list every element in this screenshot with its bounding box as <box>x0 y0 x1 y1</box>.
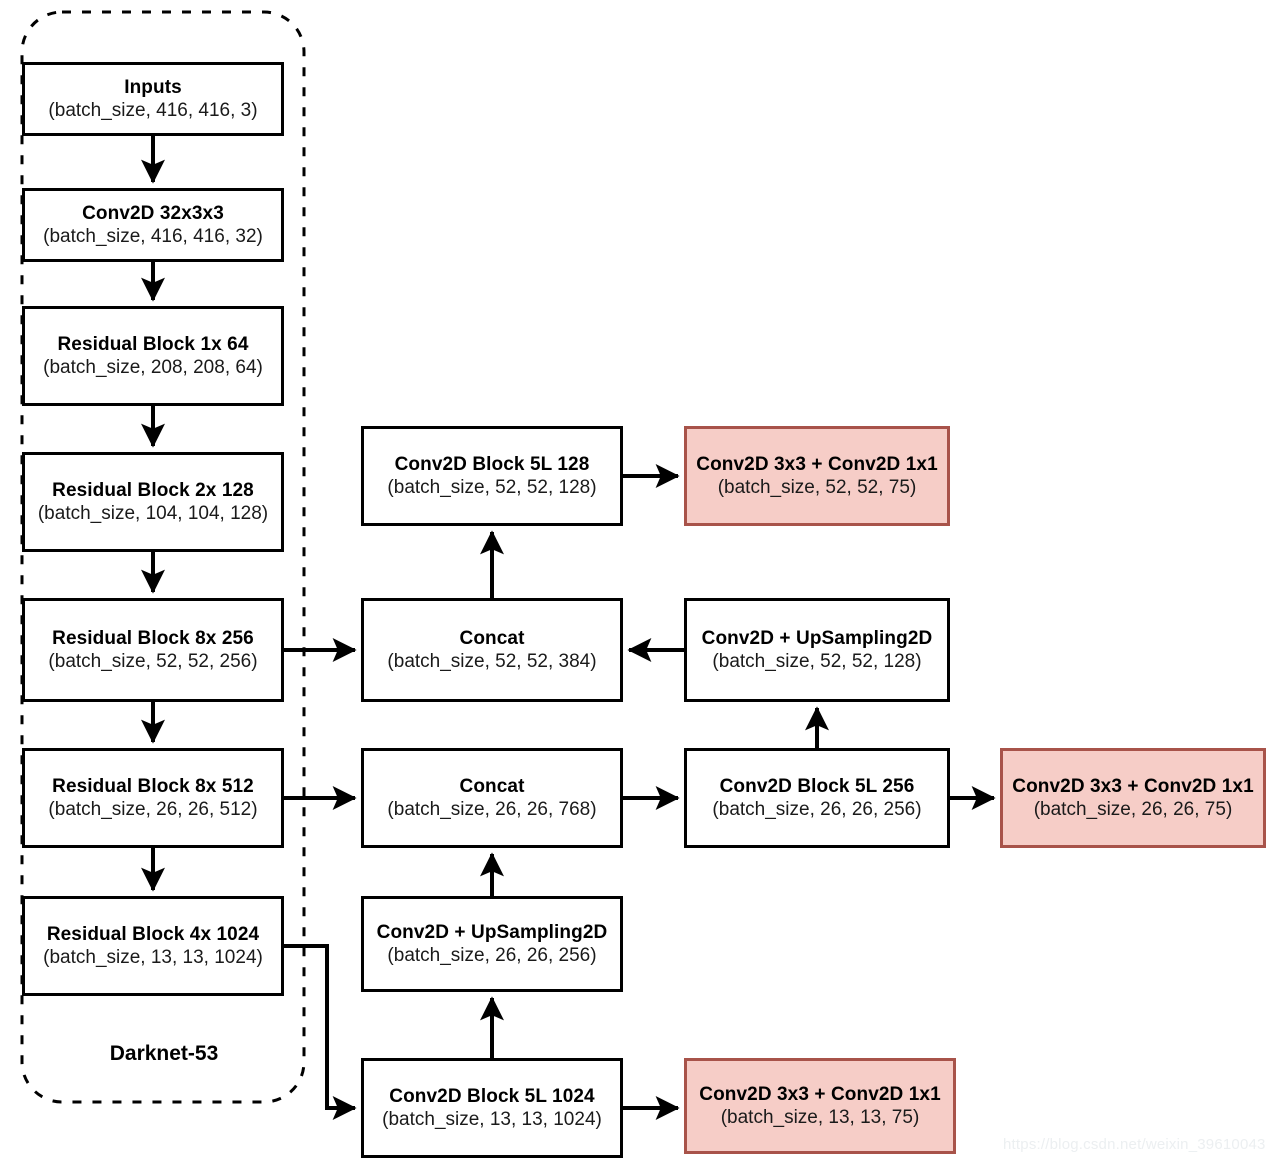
node-shape: (batch_size, 52, 52, 384) <box>387 650 597 672</box>
darknet-53-group-label: Darknet-53 <box>109 1042 219 1065</box>
node-residual-block-8x-256[interactable]: Residual Block 8x 256(batch_size, 52, 52… <box>22 598 284 702</box>
node-inputs[interactable]: Inputs(batch_size, 416, 416, 3) <box>22 62 284 136</box>
node-residual-block-2x-128[interactable]: Residual Block 2x 128(batch_size, 104, 1… <box>22 452 284 552</box>
node-title: Residual Block 2x 128 <box>52 480 254 502</box>
node-title: Conv2D Block 5L 1024 <box>389 1086 595 1108</box>
node-title: Conv2D + UpSampling2D <box>376 922 608 944</box>
node-shape: (batch_size, 26, 26, 75) <box>1033 798 1233 820</box>
node-concat-52-384[interactable]: Concat(batch_size, 52, 52, 384) <box>361 598 623 702</box>
node-title: Conv2D 3x3 + Conv2D 1x1 <box>699 1084 941 1106</box>
node-shape: (batch_size, 26, 26, 256) <box>712 798 922 820</box>
edge-res1024-to-block5l1024 <box>284 944 357 1120</box>
node-title: Residual Block 8x 256 <box>52 628 254 650</box>
node-conv2d-upsampling2d-128[interactable]: Conv2D + UpSampling2D(batch_size, 52, 52… <box>684 598 950 702</box>
node-output-conv2d-3x3-1x1-26[interactable]: Conv2D 3x3 + Conv2D 1x1(batch_size, 26, … <box>1000 748 1266 848</box>
node-title: Residual Block 4x 1024 <box>46 924 260 946</box>
node-title: Conv2D 3x3 + Conv2D 1x1 <box>1012 776 1254 798</box>
node-conv2d-block-5l-128[interactable]: Conv2D Block 5L 128(batch_size, 52, 52, … <box>361 426 623 526</box>
node-conv2d-block-5l-256[interactable]: Conv2D Block 5L 256(batch_size, 26, 26, … <box>684 748 950 848</box>
node-title: Concat <box>459 776 525 798</box>
node-residual-block-8x-512[interactable]: Residual Block 8x 512(batch_size, 26, 26… <box>22 748 284 848</box>
node-residual-block-4x-1024[interactable]: Residual Block 4x 1024(batch_size, 13, 1… <box>22 896 284 996</box>
node-title: Residual Block 8x 512 <box>52 776 254 798</box>
node-shape: (batch_size, 416, 416, 3) <box>48 99 258 121</box>
node-shape: (batch_size, 208, 208, 64) <box>43 356 263 378</box>
node-shape: (batch_size, 416, 416, 32) <box>43 225 263 247</box>
node-output-conv2d-3x3-1x1-13[interactable]: Conv2D 3x3 + Conv2D 1x1(batch_size, 13, … <box>684 1058 956 1154</box>
node-shape: (batch_size, 13, 13, 1024) <box>43 946 263 968</box>
node-shape: (batch_size, 52, 52, 75) <box>717 476 917 498</box>
node-title: Concat <box>459 628 525 650</box>
watermark-text: https://blog.csdn.net/weixin_39610043 <box>1003 1136 1266 1153</box>
node-shape: (batch_size, 13, 13, 75) <box>720 1106 920 1128</box>
node-shape: (batch_size, 52, 52, 256) <box>48 650 258 672</box>
node-concat-26-768[interactable]: Concat(batch_size, 26, 26, 768) <box>361 748 623 848</box>
node-shape: (batch_size, 52, 52, 128) <box>387 476 597 498</box>
node-shape: (batch_size, 52, 52, 128) <box>712 650 922 672</box>
darknet-53-group-outline <box>20 10 306 1104</box>
node-title: Conv2D Block 5L 256 <box>719 776 915 798</box>
node-shape: (batch_size, 26, 26, 512) <box>48 798 258 820</box>
node-residual-block-1x-64[interactable]: Residual Block 1x 64(batch_size, 208, 20… <box>22 306 284 406</box>
node-title: Residual Block 1x 64 <box>57 334 249 356</box>
node-output-conv2d-3x3-1x1-52[interactable]: Conv2D 3x3 + Conv2D 1x1(batch_size, 52, … <box>684 426 950 526</box>
node-shape: (batch_size, 13, 13, 1024) <box>382 1108 602 1130</box>
node-conv2d-upsampling2d-256[interactable]: Conv2D + UpSampling2D(batch_size, 26, 26… <box>361 896 623 992</box>
node-conv2d-32x3x3[interactable]: Conv2D 32x3x3(batch_size, 416, 416, 32) <box>22 188 284 262</box>
node-title: Conv2D 3x3 + Conv2D 1x1 <box>696 454 938 476</box>
darknet-53-dashed-border <box>20 10 306 1104</box>
node-title: Conv2D Block 5L 128 <box>394 454 590 476</box>
node-conv2d-block-5l-1024[interactable]: Conv2D Block 5L 1024(batch_size, 13, 13,… <box>361 1058 623 1158</box>
node-title: Conv2D 32x3x3 <box>82 203 224 225</box>
node-shape: (batch_size, 104, 104, 128) <box>37 502 269 524</box>
node-shape: (batch_size, 26, 26, 256) <box>387 944 597 966</box>
node-shape: (batch_size, 26, 26, 768) <box>387 798 597 820</box>
node-title: Conv2D + UpSampling2D <box>701 628 933 650</box>
node-title: Inputs <box>124 77 182 99</box>
